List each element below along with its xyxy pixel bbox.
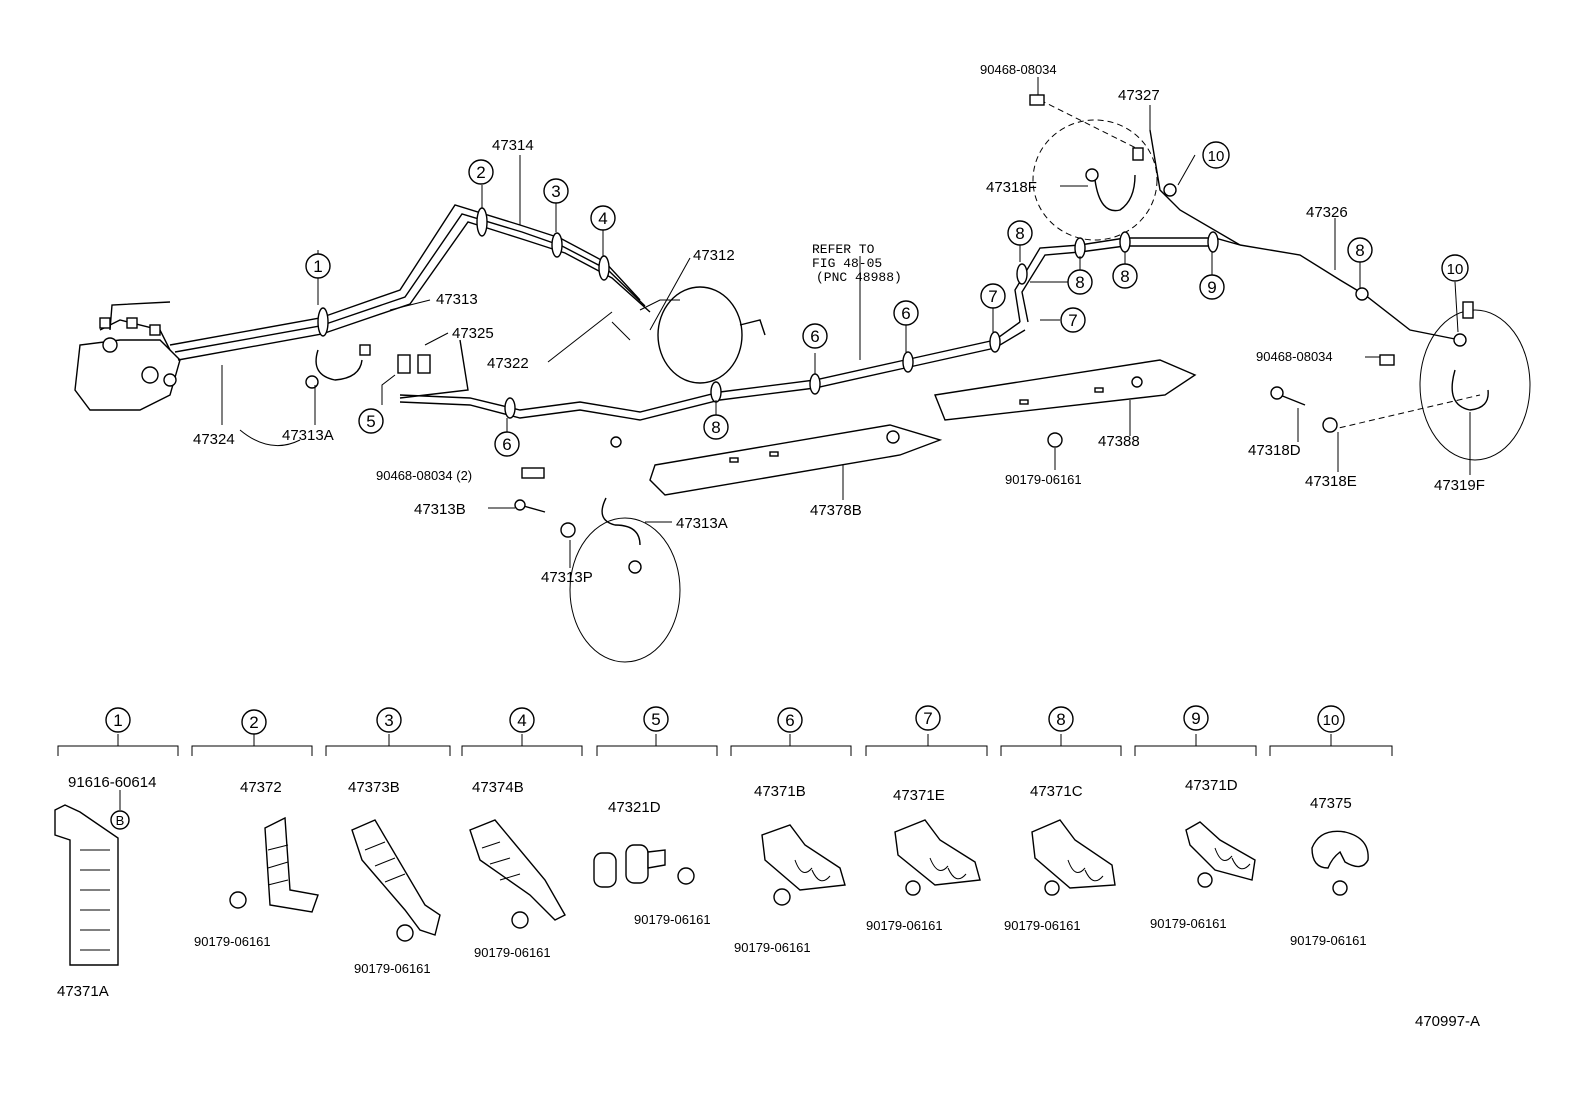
callout-47326: 47326 — [1306, 204, 1348, 221]
callout-47325: 47325 — [452, 325, 494, 342]
refer-note-line1: REFER TO — [812, 242, 875, 257]
brake-booster — [639, 286, 766, 384]
legend-part-47371A: 47371A — [57, 983, 109, 1000]
circle-8-a: 8 — [1075, 273, 1084, 292]
circle-10-right: 10 — [1447, 261, 1464, 278]
callout-47314: 47314 — [492, 137, 534, 154]
callout-47313: 47313 — [436, 291, 478, 308]
protector-plates — [649, 359, 1197, 496]
legend-num-4: 4 — [517, 711, 526, 730]
callout-47318E: 47318E — [1305, 473, 1357, 490]
legend-num-2: 2 — [249, 713, 258, 732]
leader-lines — [221, 77, 1471, 568]
circle-8-c: 8 — [1355, 241, 1364, 260]
legend-part-47371B: 47371B — [754, 783, 806, 800]
legend-part-47371D: 47371D — [1185, 777, 1238, 794]
callout-47312: 47312 — [693, 247, 735, 264]
callout-47318F: 47318F — [986, 179, 1037, 196]
legend-num-6: 6 — [785, 711, 794, 730]
callout-47313A-left: 47313A — [282, 427, 334, 444]
legend-bolt-5: 90179-06161 — [634, 912, 711, 927]
clamp-47321D-drawing — [593, 844, 695, 888]
circle-8-b: 8 — [1120, 267, 1129, 286]
legend-bolt-2: 90179-06161 — [194, 934, 271, 949]
legend-part-47373B: 47373B — [348, 779, 400, 796]
legend-part-47371C: 47371C — [1030, 783, 1083, 800]
legend-num-7: 7 — [923, 709, 932, 728]
callout-47313B: 47313B — [414, 501, 466, 518]
callout-47378B: 47378B — [810, 502, 862, 519]
circle-4: 4 — [598, 209, 607, 228]
legend-part-47375: 47375 — [1310, 795, 1352, 812]
legend-part-47374B: 47374B — [472, 779, 524, 796]
callout-47313A-center: 47313A — [676, 515, 728, 532]
legend-num-1: 1 — [113, 711, 122, 730]
clamp-47371B-drawing — [761, 824, 846, 891]
legend-num-5: 5 — [651, 710, 660, 729]
hardware — [397, 94, 1474, 538]
circle-6-left: 6 — [502, 435, 511, 454]
callout-90468-08034-2: 90468-08034 (2) — [376, 468, 472, 483]
legend-part-47321D: 47321D — [608, 799, 661, 816]
callout-47388: 47388 — [1098, 433, 1140, 450]
legend-num-9: 9 — [1191, 709, 1200, 728]
legend-num-10: 10 — [1323, 712, 1340, 729]
circle-6-mid: 6 — [810, 327, 819, 346]
legend-bolt-10: 90179-06161 — [1290, 933, 1367, 948]
clamp-47371D-drawing — [1185, 821, 1256, 881]
callout-90179-06161-center: 90179-06161 — [1005, 472, 1082, 487]
circle-7-top: 7 — [988, 287, 997, 306]
callout-47322: 47322 — [487, 355, 529, 372]
callout-47319F: 47319F — [1434, 477, 1485, 494]
legend-extra-91616-60614: 91616-60614 — [68, 774, 156, 791]
circle-5: 5 — [366, 412, 375, 431]
callout-90468-08034-top: 90468-08034 — [980, 62, 1057, 77]
circle-6-right: 6 — [901, 304, 910, 323]
assembly-circled-numbers: 1 2 3 4 5 6 6 6 7 7 8 8 8 8 8 9 10 10 — [305, 141, 1469, 457]
circle-9: 9 — [1207, 278, 1216, 297]
callout-47318D: 47318D — [1248, 442, 1301, 459]
refer-note-line3: (PNC 48988) — [816, 270, 902, 285]
flex-hoses — [305, 99, 1531, 663]
legend-num-3: 3 — [384, 711, 393, 730]
clamp-47371C-drawing — [1031, 819, 1116, 889]
figure-id: 470997-A — [1415, 1013, 1480, 1030]
circle-1: 1 — [313, 257, 322, 276]
circle-2: 2 — [476, 163, 485, 182]
legend-bolt-6: 90179-06161 — [734, 940, 811, 955]
legend-bolt-9: 90179-06161 — [1150, 916, 1227, 931]
clamp-47371A-drawing — [54, 804, 119, 966]
refer-note-line2: FIG 48-05 — [812, 256, 882, 271]
clamp-47371E-drawing — [894, 819, 981, 886]
circle-10-top: 10 — [1208, 148, 1225, 165]
clamp-47375-drawing — [1311, 830, 1369, 869]
legend-bolt-7: 90179-06161 — [866, 918, 943, 933]
callout-47324: 47324 — [193, 431, 235, 448]
circle-3: 3 — [551, 182, 560, 201]
clamp-47372-drawing — [264, 816, 319, 913]
legend-part-47371E: 47371E — [893, 787, 945, 804]
callout-47327: 47327 — [1118, 87, 1160, 104]
clamp-legend: 1 2 3 4 5 6 7 8 9 10 B 91616-60614 47371… — [54, 705, 1393, 1000]
callout-90468-08034-right: 90468-08034 — [1256, 349, 1333, 364]
legend-bolt-8: 90179-06161 — [1004, 918, 1081, 933]
legend-part-47372: 47372 — [240, 779, 282, 796]
legend-badge-B: B — [116, 813, 125, 828]
clamp-47374B-drawing — [469, 819, 566, 921]
legend-num-8: 8 — [1056, 710, 1065, 729]
callout-47313P: 47313P — [541, 569, 593, 586]
circle-8-bottom: 8 — [711, 418, 720, 437]
legend-bolt-4: 90179-06161 — [474, 945, 551, 960]
circle-7-right: 7 — [1068, 311, 1077, 330]
circle-8-top: 8 — [1015, 224, 1024, 243]
tube-clips — [317, 183, 1467, 448]
legend-bolt-3: 90179-06161 — [354, 961, 431, 976]
front-brake-assembly — [74, 301, 181, 411]
